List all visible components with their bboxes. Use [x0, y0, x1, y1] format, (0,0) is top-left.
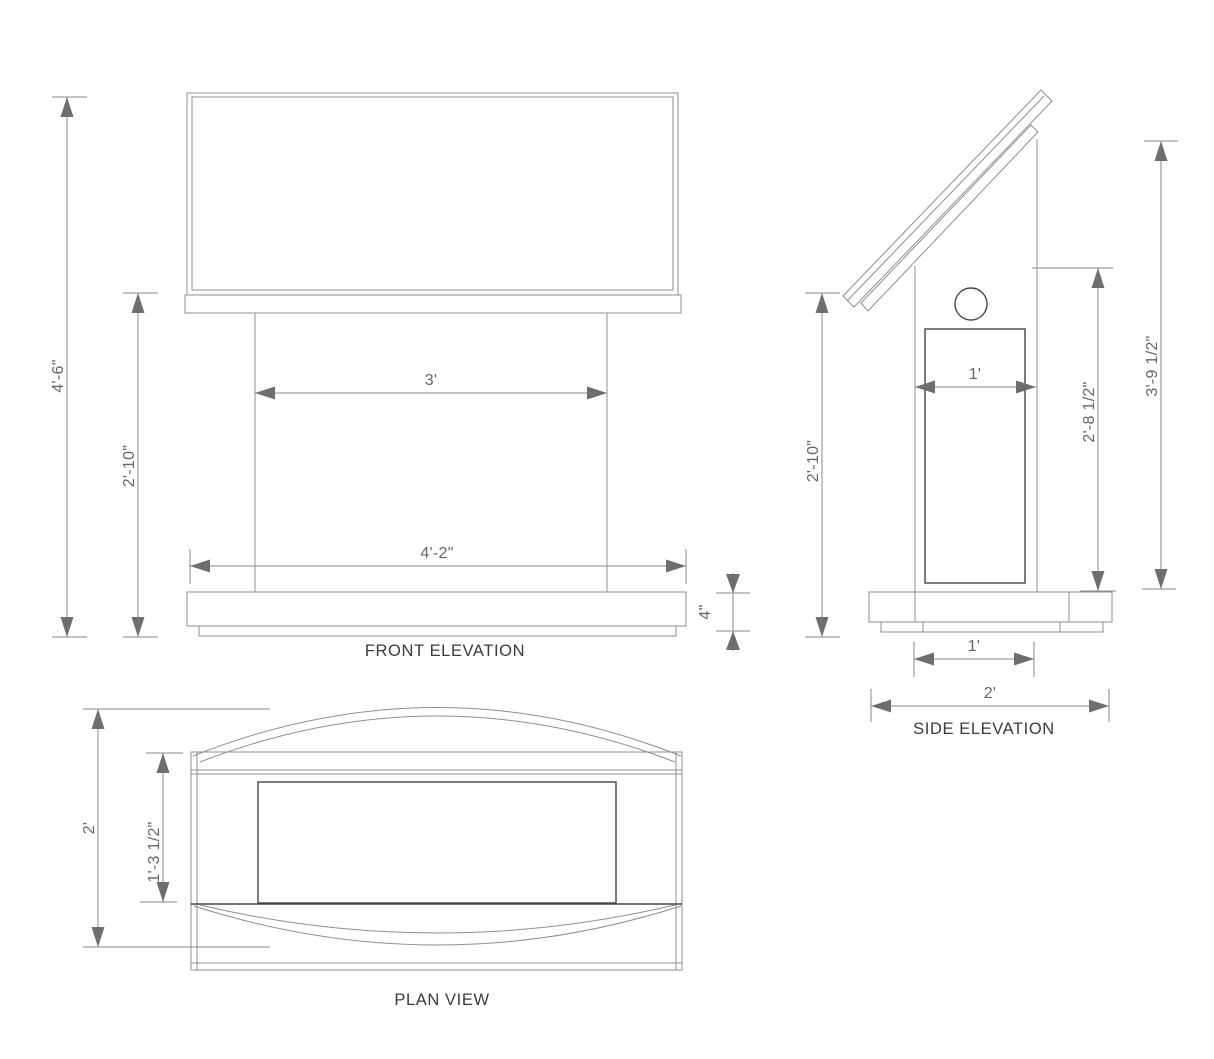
side-base: [868, 591, 1113, 623]
front-dim-underside-height-label: 2'-10": [121, 445, 138, 488]
side-dim-back-height-label: 3'-9 1/2": [1144, 335, 1161, 396]
front-dim-base-height-label: 4": [697, 604, 714, 619]
front-dim-top-span: 3': [255, 372, 607, 400]
plan-dim-body-depth: 1'-3 1/2": [140, 752, 183, 903]
side-dim-front-panel-height-label: 2'-8 1/2": [1081, 381, 1098, 442]
side-elevation-view: 1' 2'-10" 2'-8 1/2" 3'-9 1/2" 1': [805, 89, 1178, 738]
side-sloped-under-strip: [860, 124, 1039, 312]
plan-dim-body-depth-label: 1'-3 1/2": [146, 821, 163, 882]
front-dim-total-height: 4'-6": [50, 96, 87, 638]
front-top-box-outline: [186, 92, 679, 296]
side-dim-front-height-label: 2'-10": [805, 440, 822, 483]
plan-desktop-front-arc-outer: [193, 905, 682, 946]
plan-view: 2' 1'-3 1/2" PLAN VIEW: [81, 707, 683, 1009]
side-dim-base-top-depth: 1': [913, 638, 1035, 677]
side-elevation-title: SIDE ELEVATION: [913, 720, 1055, 738]
front-dim-base-width-label: 4'-2": [420, 545, 453, 562]
side-dim-pedestal-depth-label: 1': [969, 366, 982, 383]
plan-view-title: PLAN VIEW: [394, 991, 489, 1009]
front-base-kick: [198, 625, 677, 637]
side-dim-base-depth-label: 2': [984, 685, 997, 702]
plan-dim-overall-depth-label: 2': [81, 822, 98, 835]
plan-desktop-front-arc-inner: [199, 904, 676, 934]
front-dim-total-height-label: 4'-6": [50, 359, 67, 392]
front-elevation-view: 3' 4'-2" 4'-6" 2'-10": [50, 92, 750, 660]
front-dim-underside-height: 2'-10": [121, 292, 158, 638]
front-dim-base-width: 4'-2": [189, 545, 687, 584]
front-top-box-inner-outline: [191, 96, 674, 291]
side-dim-base-depth: 2': [870, 685, 1110, 722]
side-recessed-panel: [924, 328, 1026, 584]
plan-dim-overall-depth: 2': [81, 708, 270, 948]
side-sloped-top-board-edge: [846, 95, 1045, 302]
front-dim-top-span-label: 3': [425, 372, 438, 389]
side-dim-front-height: 2'-10": [805, 292, 840, 638]
plan-desktop-back-arc-outer: [192, 707, 682, 757]
side-dim-back-height: 3'-9 1/2": [1142, 140, 1178, 590]
front-shelf-band: [184, 294, 682, 314]
plan-body-outline: [190, 751, 683, 971]
side-dim-pedestal-depth: 1': [915, 366, 1036, 394]
side-base-kick: [880, 621, 1104, 633]
side-sloped-top-board: [842, 89, 1053, 308]
side-grommet-circle: [954, 287, 988, 321]
front-dim-base-height: 4": [697, 573, 750, 651]
plan-pedestal-footprint: [257, 781, 617, 904]
front-base: [186, 591, 687, 627]
front-elevation-title: FRONT ELEVATION: [365, 642, 525, 660]
plan-desktop-back-arc-inner: [199, 715, 676, 763]
side-dim-front-panel-height: 2'-8 1/2": [1080, 268, 1116, 592]
side-dim-base-top-depth-label: 1': [968, 638, 981, 655]
